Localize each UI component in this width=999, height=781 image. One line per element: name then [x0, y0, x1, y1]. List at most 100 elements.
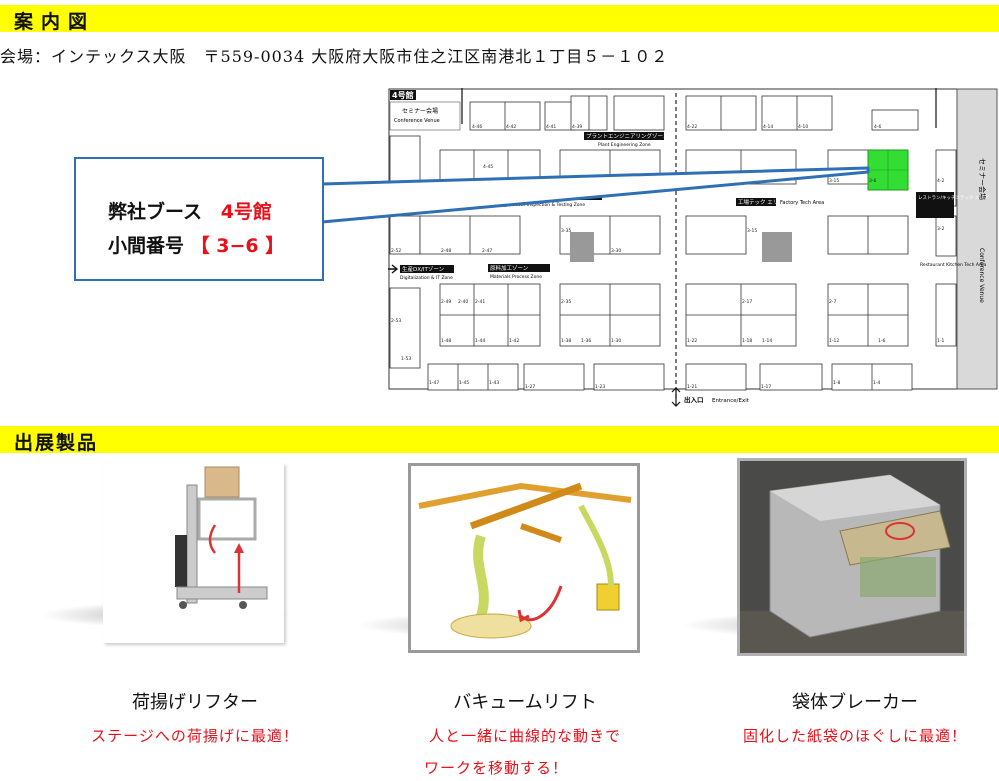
svg-text:3-16: 3-16	[742, 178, 752, 184]
svg-text:1-30: 1-30	[611, 338, 621, 344]
hall-label: 4号館	[392, 90, 414, 100]
svg-text:1-17: 1-17	[761, 384, 771, 390]
product-desc-2: ワークを移動する！	[424, 759, 569, 777]
svg-text:3-30: 3-30	[611, 248, 621, 254]
svg-text:2-53: 2-53	[391, 318, 401, 324]
svg-text:1-14: 1-14	[762, 338, 772, 344]
svg-text:2-17: 2-17	[742, 299, 752, 305]
section-title: 案内図	[14, 11, 96, 33]
svg-text:4-41: 4-41	[546, 124, 556, 130]
svg-text:1-18: 1-18	[742, 338, 752, 344]
svg-text:1-48: 1-48	[441, 338, 451, 344]
vacuum-lift-illustration	[411, 466, 637, 650]
svg-text:1-53: 1-53	[401, 356, 411, 362]
svg-text:1-1: 1-1	[937, 338, 944, 344]
svg-text:3-6: 3-6	[869, 178, 876, 184]
zone-dx-jp: 生産DX/ITゾーン	[402, 265, 445, 273]
svg-text:4-42: 4-42	[506, 124, 516, 130]
booth-no: 【 3−6 】	[190, 235, 285, 257]
svg-text:3-15: 3-15	[747, 228, 757, 234]
booth-callout: 弊社ブース 4号館 小間番号 【 3−6 】	[74, 157, 324, 281]
svg-text:1-4: 1-4	[873, 380, 880, 386]
svg-text:3-35: 3-35	[561, 228, 571, 234]
zone-pack-jp: 包装・計測・検査ゾーン	[508, 192, 569, 200]
svg-text:1-43: 1-43	[489, 380, 499, 386]
svg-text:2-47: 2-47	[482, 248, 492, 254]
seminar-top-jp: セミナー会場	[402, 107, 438, 115]
svg-text:2-49: 2-49	[441, 299, 451, 305]
exit-label-jp: 出入口	[684, 395, 704, 404]
svg-text:1-12: 1-12	[829, 338, 839, 344]
zone-factory-en: Factory Tech Area	[780, 200, 824, 206]
svg-text:1-22: 1-22	[687, 338, 697, 344]
svg-text:2-52: 2-52	[391, 248, 401, 254]
svg-text:4-46: 4-46	[472, 124, 482, 130]
svg-text:4-22: 4-22	[687, 124, 697, 130]
svg-text:1-21: 1-21	[687, 384, 697, 390]
booth-blocks	[389, 95, 957, 391]
svg-text:1-8: 1-8	[833, 380, 840, 386]
floor-map: セミナー会場 Conference Venue 4号館 セミナー会場 Confe…	[388, 88, 998, 407]
exit-arrow	[671, 387, 681, 407]
svg-text:1-36: 1-36	[581, 338, 591, 344]
zone-material-jp: 原料加工ゾーン	[490, 264, 529, 272]
booth-numbers: 4-46 4-42 4-41 4-39 4-22 4-14 4-10 4-6 4…	[391, 124, 944, 390]
svg-text:4-10: 4-10	[798, 124, 808, 130]
svg-text:4-2: 4-2	[937, 178, 944, 184]
bag-breaker-illustration	[740, 461, 964, 653]
seminar-top-en: Conference Venue	[394, 118, 440, 124]
zone-pack-en: Packaging/Process Inspection & Testing Z…	[484, 202, 585, 208]
svg-text:1-45: 1-45	[459, 380, 469, 386]
product-photo-vacuum-lift	[408, 463, 640, 653]
section-header-products: 出展製品	[0, 426, 999, 454]
conference-venue-right	[956, 88, 998, 390]
product-desc: 人と一緒に曲線的な動きで	[428, 727, 621, 745]
seminar-right-en: Conference Venue	[978, 248, 985, 303]
booth-no-label: 小間番号	[108, 235, 185, 257]
svg-text:2-7: 2-7	[829, 299, 836, 305]
svg-text:1-42: 1-42	[509, 338, 519, 344]
zone-material-en: Materials Process Zone	[490, 274, 542, 280]
svg-text:1-44: 1-44	[475, 338, 485, 344]
svg-text:3-20: 3-20	[687, 178, 697, 184]
product-desc: ステージへの荷揚げに最適！	[91, 727, 299, 745]
svg-text:4-39: 4-39	[572, 124, 582, 130]
product-name: 荷揚げリフター	[132, 692, 258, 713]
seminar-top	[389, 101, 461, 131]
product-photo-lifter	[103, 463, 284, 643]
booth-label: 弊社ブース	[108, 201, 203, 223]
svg-text:2-40: 2-40	[458, 299, 468, 305]
zone-rest-en: Restaurant Kitchen Tech Area	[920, 262, 987, 268]
exit-label-en: Entrance/Exit	[712, 398, 750, 404]
zone-factory-jp: 工場テック エリア	[738, 198, 784, 206]
product-photo-bag-breaker	[737, 458, 967, 656]
zone-dx-en: Digitalization & IT Zone	[400, 275, 453, 281]
zone-plant-jp: プラントエンジニアリングゾーン	[586, 132, 669, 140]
venue-address: 会場：インテックス大阪 〒559-0034 大阪府大阪市住之江区南港北１丁目５－…	[0, 47, 669, 66]
svg-text:1-6: 1-6	[878, 338, 885, 344]
svg-text:3-15: 3-15	[829, 178, 839, 184]
svg-text:4-45: 4-45	[483, 164, 493, 170]
svg-text:1-38: 1-38	[561, 338, 571, 344]
entrance-arrow-left	[388, 264, 399, 274]
lifter-illustration	[175, 466, 268, 609]
svg-text:2-48: 2-48	[441, 248, 451, 254]
svg-text:3-2: 3-2	[937, 226, 944, 232]
seminar-right-label: セミナー会場	[978, 158, 987, 200]
product-desc: 固化した紙袋のほぐしに最適！	[742, 727, 967, 745]
product-name: 袋体ブレーカー	[792, 692, 918, 713]
grey-booth-1	[570, 232, 594, 262]
zone-plant-en: Plant Engineering Zone	[598, 142, 651, 148]
zone-rest-jp: レストラン/キッチンテック エリア	[918, 195, 989, 201]
section-title: 出展製品	[14, 432, 99, 454]
hall-label-box	[390, 90, 416, 100]
svg-text:1-23: 1-23	[595, 384, 605, 390]
section-header-map: 案内図	[0, 5, 999, 33]
svg-text:4-14: 4-14	[763, 124, 773, 130]
svg-text:1-47: 1-47	[429, 380, 439, 386]
svg-text:2-35: 2-35	[561, 299, 571, 305]
svg-text:2-41: 2-41	[475, 299, 485, 305]
product-name: バキュームリフト	[453, 692, 597, 713]
svg-text:4-6: 4-6	[874, 124, 881, 130]
svg-text:1-27: 1-27	[525, 384, 535, 390]
